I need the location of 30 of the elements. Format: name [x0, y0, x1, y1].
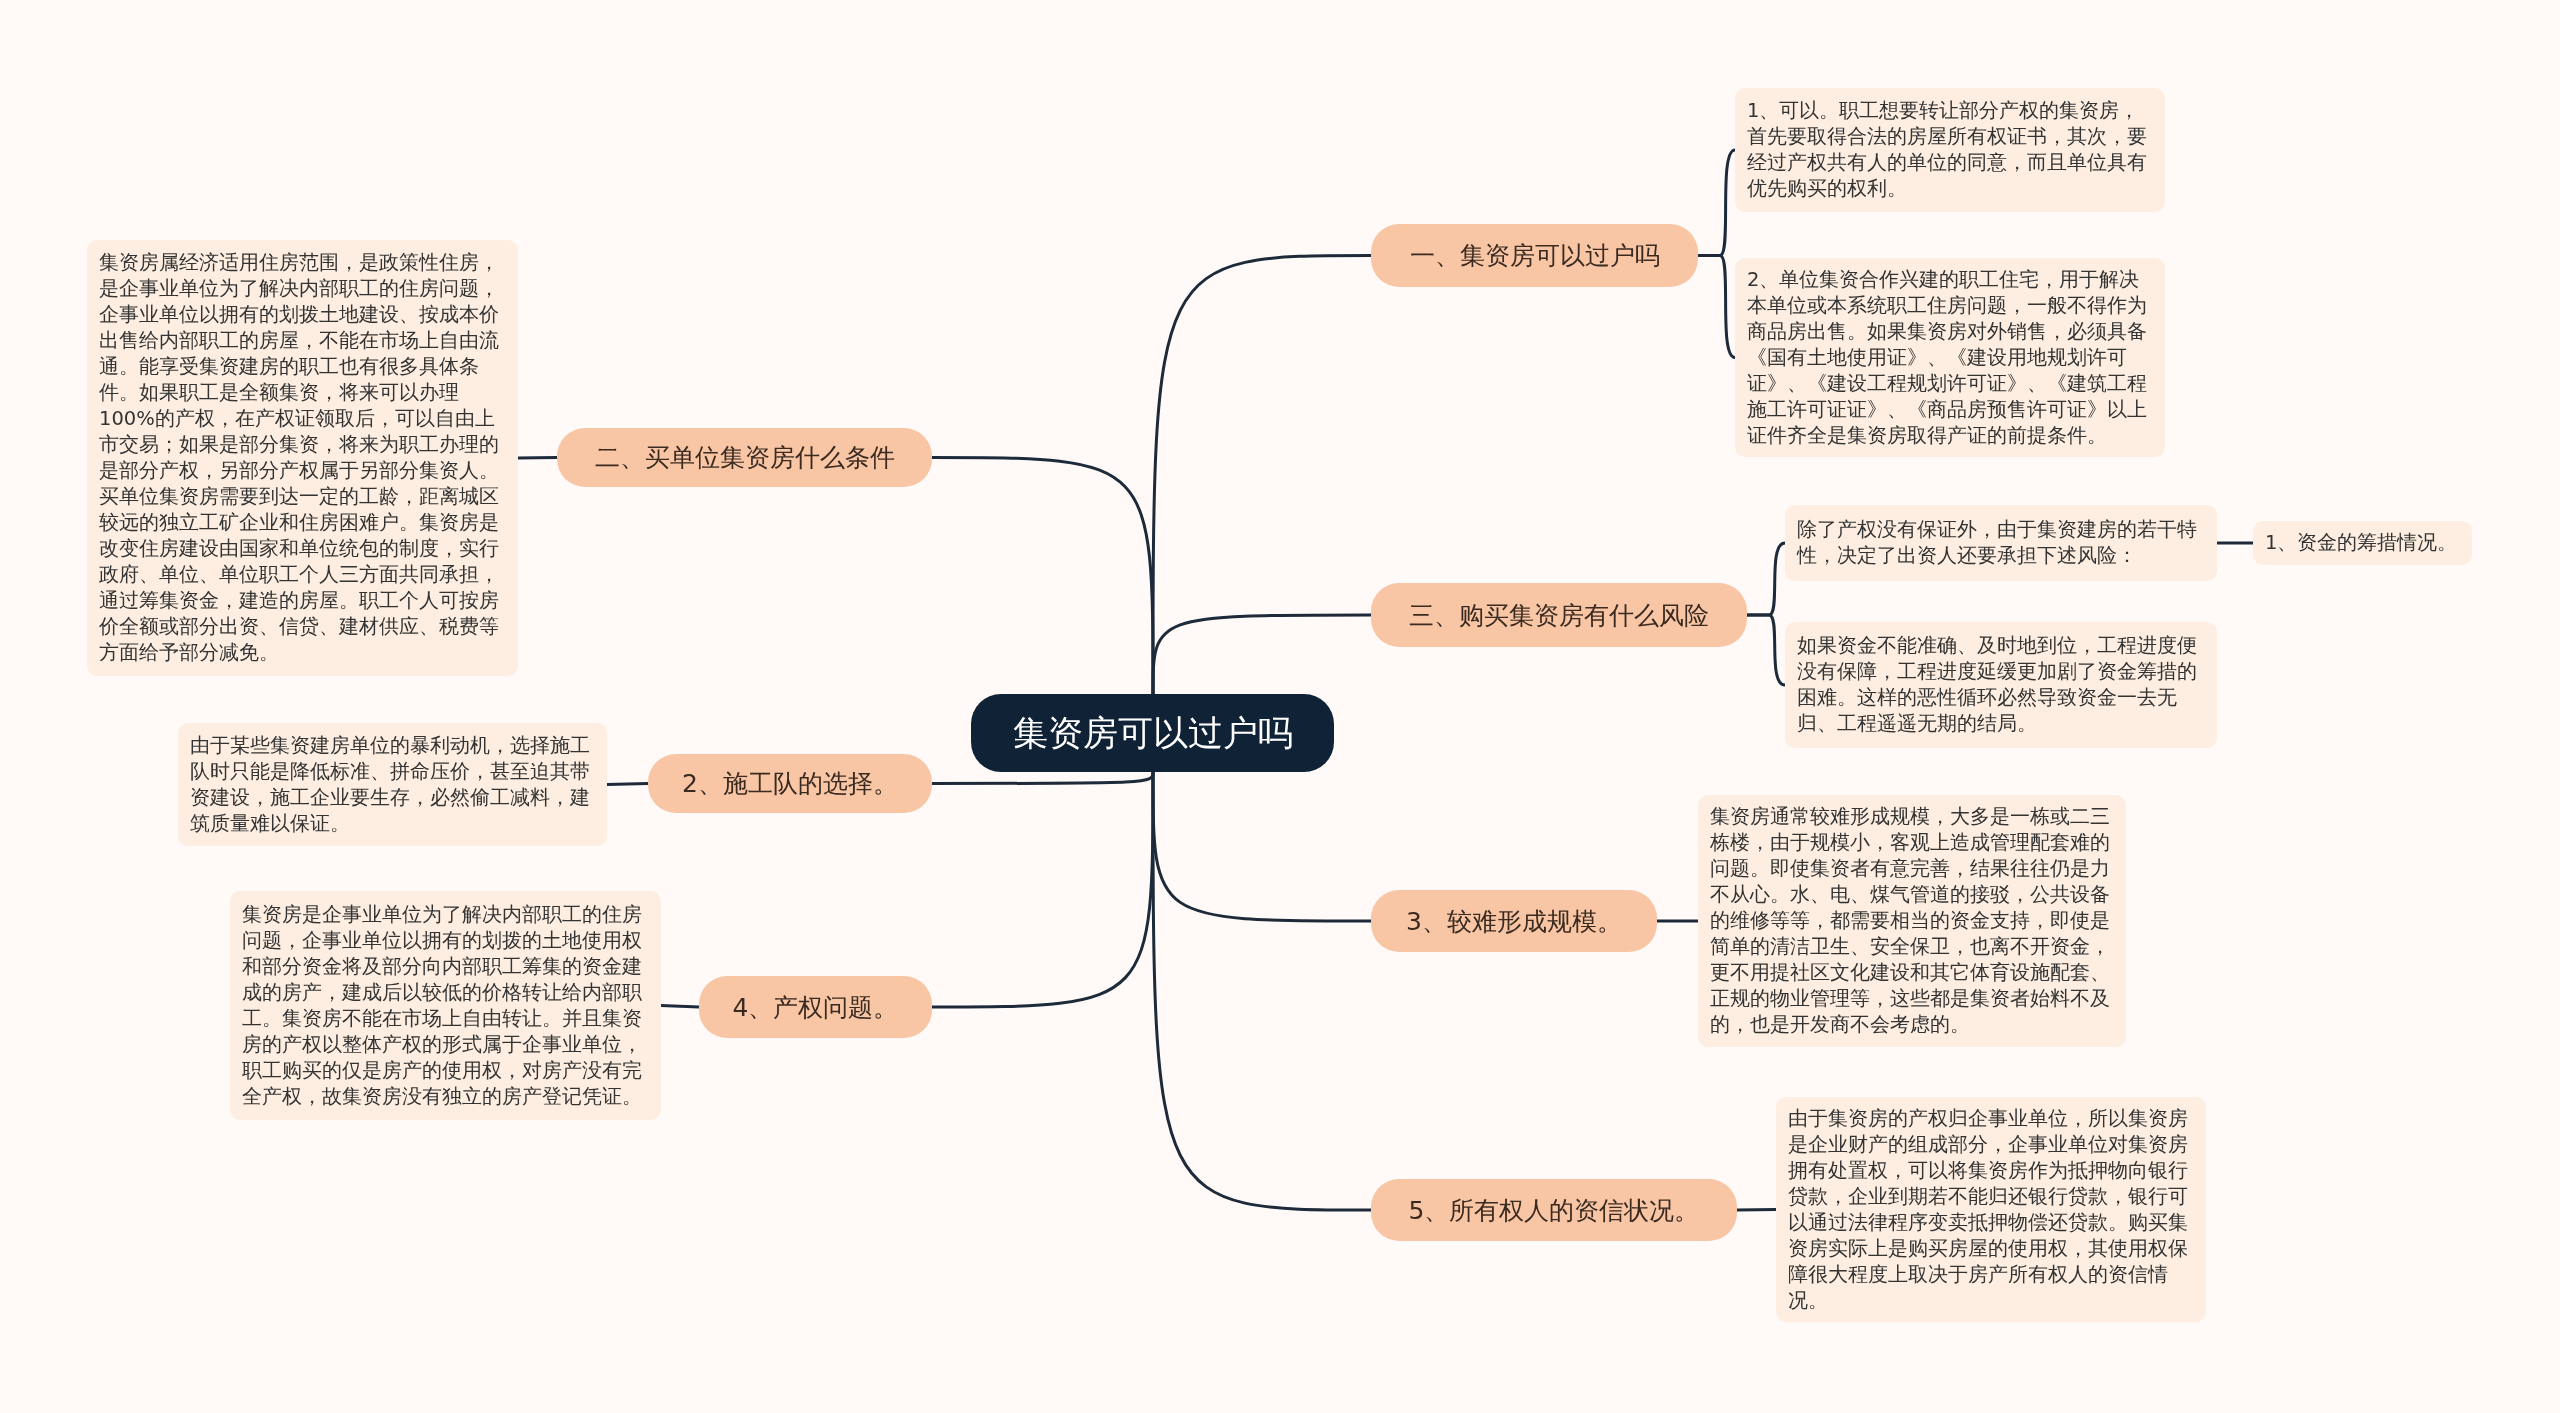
connector-line — [1151, 254, 1371, 694]
note-box: 集资房是企事业单位为了解决内部职工的住房问题，企事业单位以拥有的划拨的土地使用权和部分资金将及部分向内部职工筹集的资金建成的房产，建成后以较低的价格转让给内部职工。集资房不能在市场上自由转让。并且集资房的产权以整体产权的形式属于企事业单位，职工购买的仅是房产的使用权，对房产没有完全产权，故集资房没有独立的房产登记凭证。 — [230, 891, 661, 1120]
connector-line — [2217, 541, 2253, 545]
central-topic-box: 集资房可以过户吗 — [971, 694, 1334, 772]
connector-line — [606, 782, 649, 786]
topic-box: 二、买单位集资房什么条件 — [557, 428, 932, 487]
note-box: 由于集资房的产权归企事业单位，所以集资房是企业财产的组成部分，企事业单位对集资房拥有处置权，可以将集资房作为抵押物向银行贷款，企业到期若不能归还银行贷款，银行可以通过法律程序变卖抵押物偿还贷款。购买集资房实际上是购买房屋的使用权，其使用权保障很大程度上取决于房产所有权人的资信情况。 — [1776, 1097, 2206, 1322]
note-box: 集资房属经济适用住房范围，是政策性住房，是企事业单位为了解决内部职工的住房问题，企事业单位以拥有的划拨土地建设、按成本价出售给内部职工的房屋，不能在市场上自由流通。能享受集资建房的职工也有很多具体条件。如果职工是全额集资，将来可以办理100%的产权，在产权证领取后，可以自由上市交易；如果是部分集资，将来为职工办理的是部分产权，另部分产权属于另部分集资人。买单位集资房需要到达一定的工龄，距离城区较远的独立工矿企业和住房困难户。集资房是改变住房建设由国家和单位统包的制度，实行政府、单位、单位职工个人三方面共同承担，通过筹集资金，建造的房屋。职工个人可按房价全额或部分出资、信贷、建材供应、税费等方面给予部分减免。 — [87, 240, 518, 676]
connector-line — [1698, 254, 1736, 359]
note-box: 集资房通常较难形成规模，大多是一栋或二三栋楼，由于规模小，客观上造成管理配套难的问题。即使集资者有意完善，结果往往仍是力不从心。水、电、煤气管道的接驳，公共设备的维修等等，都需要相当的资金支持，即使是简单的清洁卫生、安全保卫，也离不开资金，更不用提社区文化建设和其它体育设施配套、正规的物业管理等，这些都是集资者始料不及的，也是开发商不会考虑的。 — [1698, 795, 2126, 1047]
note-box: 1、资金的筹措情况。 — [2253, 521, 2472, 565]
connector-line — [1747, 613, 1786, 687]
note-box: 2、单位集资合作兴建的职工住宅，用于解决本单位或本系统职工住房问题，一般不得作为商品房出售。如果集资房对外销售，必须具备《国有土地使用证》、《建设用地规划许可证》、《建设工程规划许可证》、《建筑工程施工许可证证》、《商品房预售许可证》以上证件齐全是集资房取得产证的前提条件。 — [1735, 258, 2165, 457]
note-box: 由于某些集资建房单位的暴利动机，选择施工队时只能是降低标准、拼命压价，甚至迫其带资建设，施工企业要生存，必然偷工减料，建筑质量难以保证。 — [178, 723, 607, 846]
connector-line — [1736, 1208, 1777, 1212]
connector-line — [517, 456, 558, 460]
note-box: 如果资金不能准确、及时地到位，工程进度便没有保障，工程进度延缓更加剧了资金筹措的困难。这样的恶性循环必然导致资金一去无归、工程遥遥无期的结局。 — [1785, 622, 2217, 748]
topic-box: 5、所有权人的资信状况。 — [1371, 1179, 1737, 1241]
connector-line — [1657, 919, 1698, 923]
topic-box: 4、产权问题。 — [699, 976, 932, 1038]
connector-line — [1151, 772, 1371, 1212]
connector-line — [932, 772, 1155, 1009]
connector-line — [1151, 613, 1371, 694]
topic-box: 三、购买集资房有什么风险 — [1371, 583, 1747, 647]
connector-line — [660, 1004, 700, 1009]
note-box: 除了产权没有保证外，由于集资建房的若干特性，决定了出资人还要承担下述风险： — [1785, 505, 2217, 581]
topic-box: 2、施工队的选择。 — [648, 754, 932, 813]
topic-box: 一、集资房可以过户吗 — [1371, 224, 1698, 287]
note-box: 1、可以。职工想要转让部分产权的集资房，首先要取得合法的房屋所有权证书，其次，要经过产权共有人的单位的同意，而且单位具有优先购买的权利。 — [1735, 88, 2165, 212]
topic-box: 3、较难形成规模。 — [1371, 890, 1657, 952]
